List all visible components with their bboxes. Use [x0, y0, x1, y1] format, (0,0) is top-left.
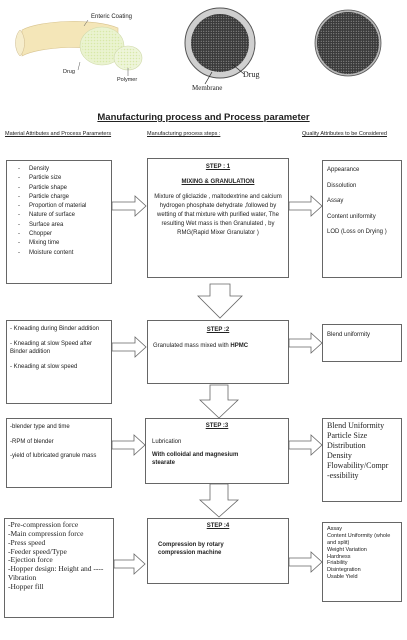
process-parameter-item: -Hopper fill [8, 581, 44, 591]
arrow-down-1 [197, 283, 243, 319]
process-step-box-1: STEP : 1 MIXING & GRANULATION Mixture of… [147, 158, 289, 278]
step-3-description: Lubrication [152, 439, 182, 445]
column-heading-material: Material Attributes and Process Paramete… [5, 131, 112, 137]
quality-attribute-2: Blend uniformity [327, 332, 371, 338]
step-2-text: Granulated mass mixed with [153, 343, 231, 349]
process-parameter-item: -Hopper design: Height and ---- Vibratio… [8, 564, 104, 583]
arrow-right-row2-right [288, 332, 323, 354]
material-attribute-item: Particle shape [7, 184, 111, 194]
arrow-down-2 [198, 384, 240, 419]
arrow-right-row1-right [288, 195, 323, 217]
polymer-label: Polymer [117, 77, 138, 83]
arrow-right-row3-left [111, 434, 146, 456]
quality-attribute-item: Blend Uniformity [327, 421, 385, 430]
quality-attributes-box-2: Blend uniformity [322, 324, 402, 362]
process-parameter-item: -Ejection force [8, 555, 53, 565]
process-parameter-item: -Main compression force [8, 528, 84, 538]
arrow-right-row3-right [288, 434, 323, 456]
step-3-bold-text: With colloidal and magnesium stearate [152, 452, 239, 467]
quality-attribute-item: Hardness [327, 553, 351, 560]
quality-attribute-item: Assay [327, 526, 342, 532]
process-parameter-item: -Feeder speed/Type [8, 546, 67, 556]
quality-attribute-item: Usable Yield [327, 574, 358, 581]
process-parameter-item: -blender type and time [10, 424, 70, 430]
step-4-description: Compression by rotary compression machin… [158, 542, 224, 557]
step-2-description: Granulated mass mixed with HPMC [153, 342, 283, 350]
step-4-label: STEP :4 [206, 523, 230, 529]
process-parameters-box-4: -Pre-compression force-Main compression … [4, 518, 114, 618]
quality-attribute-item: Friability [327, 560, 348, 567]
material-attributes-box-1: DensityParticle sizeParticle shapePartic… [6, 160, 112, 284]
process-parameters-box-2: - Kneading during Binder addition - Knead… [6, 320, 112, 404]
material-attribute-item: Mixing time [7, 239, 111, 249]
step-1-name: MIXING & GRANULATION [181, 179, 255, 185]
material-attribute-item: Proportion of material [7, 202, 111, 212]
quality-attribute-item: Particle Size [327, 431, 368, 440]
process-parameter-item: -RPM of blender [10, 438, 54, 445]
material-attribute-item: Moisture content [7, 249, 111, 259]
enteric-coating-label: Enteric Coating [91, 14, 133, 20]
arrow-right-row2-left [111, 336, 147, 358]
material-attribute-item: Particle size [7, 174, 111, 184]
material-attribute-item: Surface area [7, 221, 111, 231]
process-parameters-list-2: - Kneading during Binder addition - Knead… [10, 325, 108, 372]
process-parameter-item: -yield of lubricated granule mass [10, 453, 97, 460]
page-title: Manufacturing process and Process parame… [97, 112, 310, 123]
material-attribute-item: Particle charge [7, 193, 111, 203]
column-heading-process: Manufacturing process steps : [147, 131, 221, 137]
process-parameter-item: - Kneading at slow speed [10, 364, 78, 371]
process-parameter-item: -Press speed [8, 537, 46, 547]
step-1-description: Mixture of gliclazide , maltodextrine an… [154, 194, 282, 236]
process-step-box-4: STEP :4 Compression by rotary compressio… [147, 518, 289, 584]
material-attribute-item: Nature of surface [7, 211, 111, 221]
quality-attribute-item: LOD (Loss on Drying ) [327, 229, 387, 236]
quality-attribute-item: Distribution [327, 441, 366, 450]
column-heading-quality: Quality Attributes to be Considered [302, 131, 387, 137]
process-parameters-box-3: -blender type and time -RPM of blender -yi… [6, 418, 112, 488]
material-attribute-item: Chopper [7, 230, 111, 240]
quality-attribute-item: Density [327, 451, 352, 460]
process-step-box-2: STEP :2 Granulated mass mixed with HPMC [147, 320, 289, 384]
drug-label-left: Drug [63, 69, 75, 75]
quality-attribute-item: -essibility [327, 471, 359, 480]
step-1-label: STEP : 1 [205, 164, 231, 170]
membrane-reservoir-graphic [184, 7, 382, 85]
process-parameters-list-4: -Pre-compression force-Main compression … [8, 520, 110, 592]
quality-attribute-item: Flowability/Compr [327, 461, 389, 470]
process-parameters-list-3: -blender type and time -RPM of blender -yi… [10, 423, 108, 461]
quality-attribute-item: Content Uniformity (whole and split) [327, 532, 391, 546]
drug-label-right: Drug [243, 70, 260, 79]
quality-attribute-item: Content uniformity [327, 213, 376, 220]
material-attribute-item: Density [7, 165, 111, 175]
arrow-right-row4-right [288, 551, 323, 573]
process-parameter-item: - Kneading during Binder addition [10, 326, 100, 332]
process-parameter-item: - Kneading at slow Speed after Binder ad… [10, 340, 93, 356]
quality-attribute-item: Assay [327, 198, 344, 205]
process-step-box-3: STEP :3 Lubrication With colloidal and m… [145, 418, 289, 484]
step-2-label: STEP :2 [206, 327, 230, 333]
step-2-bold: HPMC [230, 343, 249, 349]
drug-delivery-illustration [15, 7, 382, 85]
step-3-label: STEP :3 [205, 423, 229, 429]
process-parameter-item: -Pre-compression force [8, 520, 79, 529]
arrow-right-row1-left [111, 195, 147, 217]
arrow-down-3 [198, 483, 240, 518]
membrane-label: Membrane [192, 84, 223, 92]
quality-attribute-item: Appearance [327, 167, 360, 173]
arrow-right-row4-left [113, 553, 146, 575]
material-attributes-list: DensityParticle sizeParticle shapePartic… [7, 165, 111, 258]
quality-attribute-item: Weight Variation [327, 546, 367, 553]
quality-attribute-item: Dissolution [327, 182, 357, 189]
coated-tablet-graphic [15, 19, 143, 76]
quality-attribute-item: Disintegration [327, 567, 361, 574]
